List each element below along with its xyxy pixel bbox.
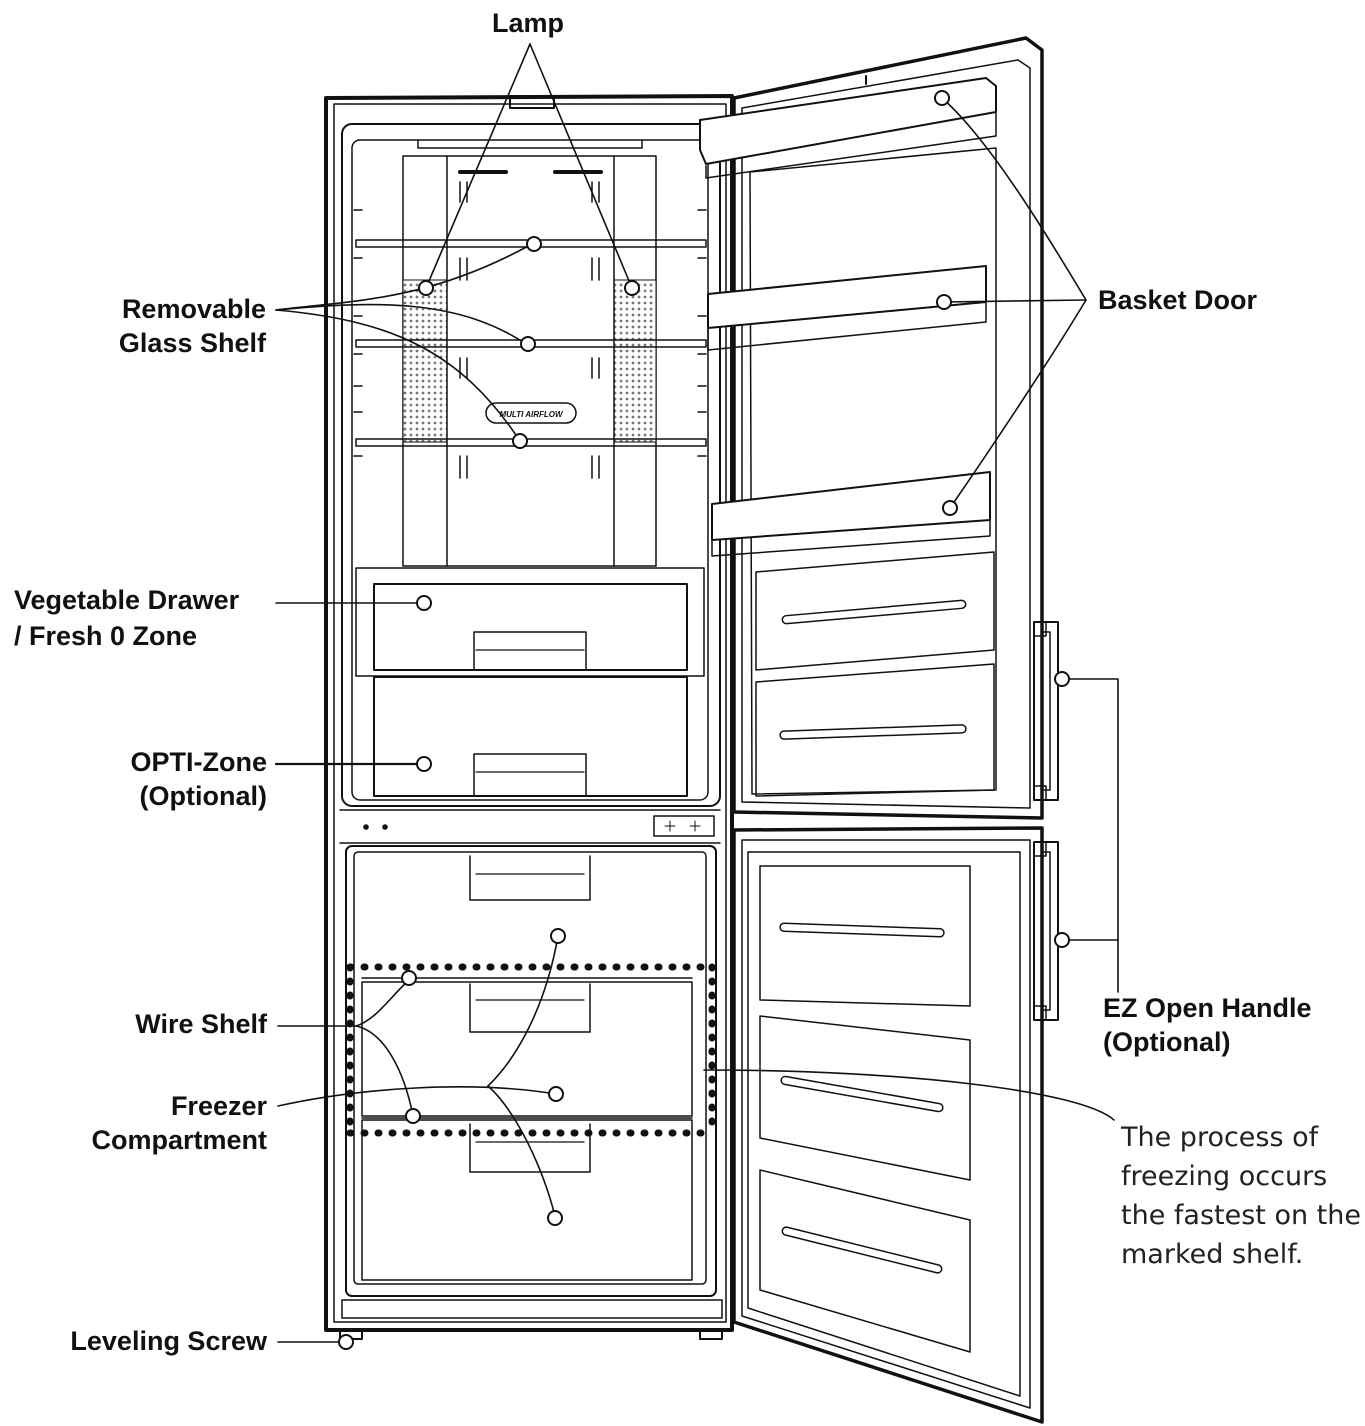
- multi-airflow-text: MULTI AIRFLOW: [499, 410, 564, 419]
- shelf-supports: [353, 209, 707, 457]
- leader-lines: [274, 43, 1119, 1343]
- upper-door: [699, 36, 1059, 820]
- lower-door: [732, 826, 1059, 1424]
- vegetable-drawer: [355, 567, 705, 677]
- callout-points: [338, 90, 1070, 1350]
- label-removable-glass-shelf: Removable Glass Shelf: [118, 294, 266, 358]
- opti-zone-drawer: [373, 676, 688, 797]
- freezer-drawers: [361, 855, 693, 1281]
- note-fast-freeze: The process of freezing occurs the faste…: [1121, 1122, 1361, 1270]
- cabinet-body: [324, 94, 734, 1340]
- label-leveling-screw: Leveling Screw: [70, 1326, 267, 1356]
- label-lamp: Lamp: [492, 8, 565, 38]
- fast-freeze-marked-zone: [346, 963, 716, 1137]
- label-opti-zone: OPTI-Zone (Optional): [130, 747, 268, 811]
- label-wire-shelf: Wire Shelf: [135, 1009, 267, 1039]
- label-freezer-compartment: Freezer Compartment: [91, 1091, 267, 1155]
- label-ez-open-handle: EZ Open Handle (Optional): [1103, 993, 1312, 1057]
- label-vegetable-drawer: Vegetable Drawer / Fresh 0 Zone: [14, 585, 240, 651]
- rear-air-duct: [402, 155, 657, 567]
- label-basket-door: Basket Door: [1098, 285, 1258, 315]
